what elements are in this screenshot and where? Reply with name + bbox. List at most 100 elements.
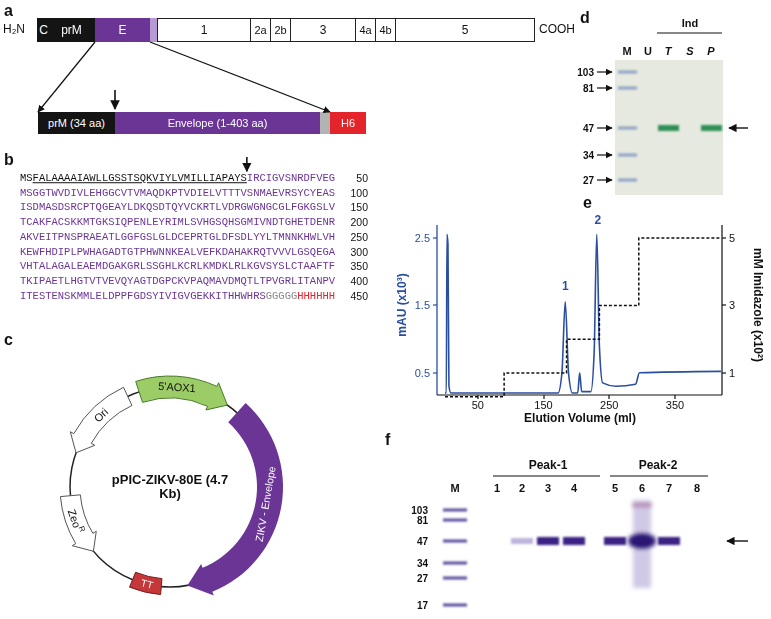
western-blot bbox=[701, 125, 722, 131]
expansion-line bbox=[150, 42, 330, 112]
sds-page-gel bbox=[443, 604, 467, 607]
marker-size: 81 bbox=[417, 515, 428, 526]
marker-size-group: 81 bbox=[583, 83, 594, 94]
promoter-arrow bbox=[136, 376, 228, 410]
sds-page-gel bbox=[604, 537, 626, 545]
tick-label-group: 2.5 bbox=[415, 232, 430, 244]
chromatogram-axes bbox=[437, 394, 722, 395]
panel-letter-group: c bbox=[4, 331, 13, 349]
sequence-line: VHTALAGALEAEMDGAKGRLSSGHLKCRLKMDKLRLKGVS… bbox=[20, 260, 335, 272]
sequence-line: TKIPAETLHGTVTVEVQYAGTDGPCKVPAQMAVDMQTLTP… bbox=[20, 275, 335, 287]
tick-label: 350 bbox=[666, 399, 684, 411]
marker-size-group: 47 bbox=[583, 123, 594, 134]
polyprotein-detail bbox=[150, 18, 157, 42]
western-blot bbox=[597, 33, 748, 195]
sds-page-gel bbox=[443, 519, 467, 522]
group-label-group: Peak-1 bbox=[529, 459, 568, 472]
sequence-line-group: KEWFHDIPLPWHAGADTGTPHWNNKEALVEFKDAHAKRQT… bbox=[20, 247, 335, 259]
sds-page-gel bbox=[727, 540, 748, 541]
box-text: prM bbox=[61, 23, 82, 37]
box-text: 2a bbox=[254, 24, 266, 36]
terminus-label-group: COOH bbox=[539, 23, 575, 36]
box-text: prM (34 aa) bbox=[48, 117, 105, 129]
sds-page-gel bbox=[628, 533, 656, 549]
tick-label: 250 bbox=[600, 399, 618, 411]
polyprotein-detail bbox=[320, 112, 330, 134]
western-blot bbox=[597, 127, 612, 128]
panel-letter-group: e bbox=[583, 194, 592, 212]
western-blot bbox=[618, 154, 637, 157]
ns-protein-box: 5 bbox=[395, 18, 535, 42]
group-label: Peak-1 bbox=[529, 458, 568, 472]
ns-protein-box: 1 bbox=[157, 18, 251, 42]
lane-label-group: P bbox=[707, 45, 714, 57]
box-text: 5 bbox=[462, 23, 469, 37]
residue-number: 350 bbox=[350, 260, 368, 272]
sds-page-gel bbox=[443, 562, 467, 565]
panel-letter-group: d bbox=[580, 9, 590, 27]
tick-label-group: 250 bbox=[600, 399, 618, 411]
lane-label: S bbox=[686, 45, 693, 57]
cleavage-arrow bbox=[246, 157, 247, 171]
tick-label-group: 350 bbox=[666, 399, 684, 411]
sequence-line: FALAAAAIAWLLGSSTSQKVIYLVMILLIAPAYS bbox=[33, 172, 247, 184]
residue-number: 250 bbox=[350, 231, 368, 243]
ns-protein-box: 2a bbox=[250, 18, 271, 42]
sequence-line-group: ISDMASDSRCPTQGEAYLDKQSDTQYVCKRTLVDRGWGNG… bbox=[20, 203, 335, 215]
group-label: Peak-2 bbox=[639, 458, 678, 472]
sds-page-gel bbox=[537, 537, 559, 545]
axis-title-group: Elution Volume (ml) bbox=[524, 412, 636, 425]
plasmid-map bbox=[60, 376, 283, 595]
sequence-line: ITESTENSKMMLELDPPFGDSYIVIGVGEKKITHHWHRS bbox=[20, 290, 266, 302]
lane-number: 3 bbox=[545, 482, 551, 494]
panel-letter: e bbox=[583, 194, 592, 211]
sds-page-gel bbox=[628, 500, 656, 588]
origin-arrow bbox=[70, 387, 132, 452]
chromatogram-axes bbox=[433, 372, 437, 373]
residue-number: 200 bbox=[350, 216, 368, 228]
sequence-line-group: ITESTENSKMMLELDPPFGDSYIVIGVGEKKITHHWHRSG… bbox=[20, 291, 335, 303]
sequence-line-group: TCAKFACSKKMTGKSIQPENLEYRIMLSVHGSQHSGMIVN… bbox=[20, 217, 335, 229]
tick-label-group: 3 bbox=[729, 299, 735, 311]
lane-number-group: 3 bbox=[545, 482, 551, 494]
lane-number: 7 bbox=[666, 482, 672, 494]
lane-label-group: U bbox=[644, 45, 652, 57]
lane-number-group: 4 bbox=[571, 482, 577, 494]
residue-number-group: 350 bbox=[350, 261, 368, 273]
lane-label-group: M bbox=[450, 482, 459, 494]
resistance-arrow bbox=[60, 495, 96, 551]
western-blot bbox=[618, 71, 722, 182]
panel-letter: c bbox=[4, 331, 13, 348]
terminus-label-group: H₂N bbox=[3, 23, 25, 36]
lane-label-group: M bbox=[622, 45, 631, 57]
tick-label: 150 bbox=[534, 399, 552, 411]
sds-page-gel bbox=[563, 537, 585, 545]
box-text: C bbox=[39, 23, 48, 37]
box-text: 1 bbox=[201, 23, 208, 37]
western-blot bbox=[597, 87, 612, 88]
sequence-line-group: MSFALAAAAIAWLLGSSTSQKVIYLVMILLIAPAYSIRCI… bbox=[20, 173, 335, 185]
panel-letter-group: b bbox=[4, 151, 14, 169]
sequence-line: GGGGG bbox=[266, 290, 298, 302]
ns-protein-box: 2b bbox=[270, 18, 291, 42]
prm-box: prM bbox=[48, 18, 95, 42]
marker-size: 27 bbox=[583, 175, 594, 186]
western-blot bbox=[657, 32, 722, 33]
lane-label: M bbox=[622, 45, 631, 57]
residue-number-group: 100 bbox=[350, 188, 368, 200]
sequence-line: HHHHHH bbox=[297, 290, 335, 302]
chromatogram-axes bbox=[436, 225, 437, 395]
sequence-line: AKVEITPNSPRAEATLGGFGSLGLDCEPRTGLDFSDLYYL… bbox=[20, 231, 335, 243]
western-blot bbox=[618, 179, 637, 182]
sds-page-gel bbox=[493, 475, 600, 476]
cleavage-arrow bbox=[246, 157, 248, 171]
marker-size: 81 bbox=[583, 83, 594, 94]
marker-size-group: 103 bbox=[577, 67, 594, 78]
sequence-line-group: TKIPAETLHGTVTVEVQYAGTDGPCKVPAQMAVDMQTLTP… bbox=[20, 276, 335, 288]
lane-number: 2 bbox=[519, 482, 525, 494]
box-text: E bbox=[118, 23, 126, 37]
western-blot bbox=[597, 154, 612, 155]
marker-size-group: 27 bbox=[417, 573, 428, 584]
box-text: 2b bbox=[274, 24, 286, 36]
